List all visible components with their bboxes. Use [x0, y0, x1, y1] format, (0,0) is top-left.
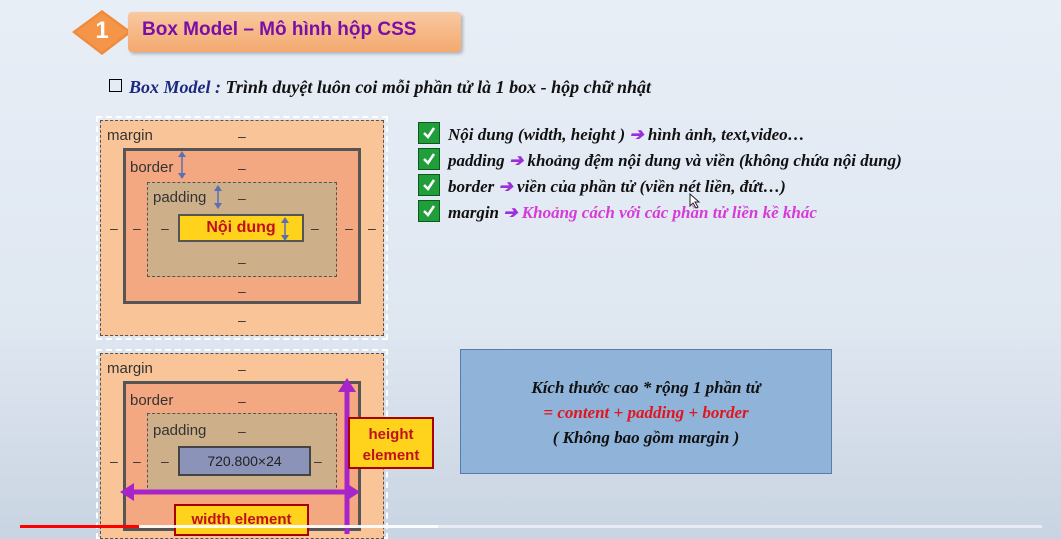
width-element-label: width element — [174, 504, 309, 536]
arrow-right-icon: ➔ — [503, 203, 518, 222]
section-number: 1 — [95, 17, 109, 44]
list-desc: viền của phần tử (viền nét liền, đứt…) — [517, 177, 786, 196]
dash-right-border-1: – — [345, 220, 353, 236]
margin-label-2: margin — [107, 360, 153, 377]
box-model-diagram-1 — [96, 116, 388, 340]
formula-line-3: ( Không bao gồm margin ) — [552, 428, 740, 447]
margin-label-1: margin — [107, 127, 153, 144]
list-item-margin: margin ➔ Khoảng cách với các phần tử liề… — [418, 200, 817, 223]
list-item-border: border ➔ viền của phần tử (viền nét liền… — [418, 174, 786, 197]
arrow-right-icon: ➔ — [508, 151, 524, 170]
dash-left-margin-2: – — [110, 453, 118, 469]
padding-label-1: padding — [153, 189, 207, 206]
list-term: margin — [448, 203, 500, 222]
list-term: padding — [448, 151, 505, 170]
dash-right-padding-1: – — [311, 220, 319, 236]
content-area-1: Nội dung — [178, 214, 304, 242]
title-banner — [128, 12, 461, 52]
checkmark-icon — [418, 200, 440, 222]
padding-label-2: padding — [153, 422, 207, 439]
list-term: Nội dung (width, height ) — [448, 125, 626, 144]
video-progress-track[interactable] — [20, 525, 1042, 528]
list-item-content: Nội dung (width, height ) ➔ hình ảnh, te… — [418, 122, 805, 145]
dash-bottom-border-1: – — [238, 283, 246, 299]
dash-right-margin-1: – — [368, 220, 376, 236]
page-title: Box Model – Mô hình hộp CSS — [142, 19, 417, 40]
subtitle-line: Box Model : Trình duyệt luôn coi mỗi phầ… — [109, 77, 651, 98]
dash-bottom-padding-1: – — [238, 254, 246, 270]
list-item-padding: padding ➔ khoảng đệm nội dung và viền (k… — [418, 148, 902, 171]
checkmark-icon — [418, 122, 440, 144]
subtitle-lead: Box Model : — [129, 77, 221, 97]
mouse-cursor-icon — [689, 193, 701, 209]
checkmark-icon — [418, 174, 440, 196]
margin-dash-top-1: – — [238, 128, 246, 144]
arrow-right-icon: ➔ — [629, 125, 644, 144]
dash-bottom-margin-1: – — [238, 312, 246, 328]
padding-dash-top-2: – — [238, 423, 246, 439]
list-desc: hình ảnh, text,video… — [647, 125, 805, 144]
checkmark-icon — [418, 148, 440, 170]
border-label-1: border — [130, 159, 174, 176]
checkbox-bullet-icon — [109, 79, 122, 92]
dash-left-padding-1: – — [161, 220, 169, 236]
border-dash-top-1: – — [238, 160, 246, 176]
border-label-2: border — [130, 392, 174, 409]
width-arrow-icon — [120, 483, 360, 501]
subtitle-text: Trình duyệt luôn coi mỗi phần tử là 1 bo… — [221, 77, 651, 97]
number-badge — [72, 10, 132, 55]
dash-left-border-2: – — [133, 453, 141, 469]
margin-dash-top-2: – — [238, 361, 246, 377]
arrow-vertical-icon — [214, 185, 222, 209]
arrow-right-icon: ➔ — [498, 177, 513, 196]
formula-line-1: Kích thước cao * rộng 1 phần tử — [531, 378, 761, 397]
dash-left-padding-2: – — [161, 453, 169, 469]
dash-right-padding-2: – — [314, 453, 322, 469]
arrow-vertical-icon — [281, 217, 289, 241]
video-played-bar — [20, 525, 139, 528]
height-arrow-icon — [338, 378, 356, 534]
border-dash-top-2: – — [238, 393, 246, 409]
dash-left-margin-1: – — [110, 220, 118, 236]
padding-dash-top-1: – — [238, 190, 246, 206]
formula-box — [460, 349, 832, 474]
content-area-2: 720.800×24 — [178, 446, 311, 476]
list-desc: khoảng đệm nội dung và viền (không chứa … — [527, 151, 902, 170]
list-desc: Khoảng cách với các phần tử liền kề khác — [521, 203, 817, 222]
formula-line-2: = content + padding + border — [543, 403, 749, 422]
dash-left-border-1: – — [133, 220, 141, 236]
arrow-vertical-icon — [178, 151, 186, 179]
height-element-label: height element — [348, 417, 434, 469]
video-buffered-bar — [138, 525, 438, 528]
list-term: border — [448, 177, 495, 196]
